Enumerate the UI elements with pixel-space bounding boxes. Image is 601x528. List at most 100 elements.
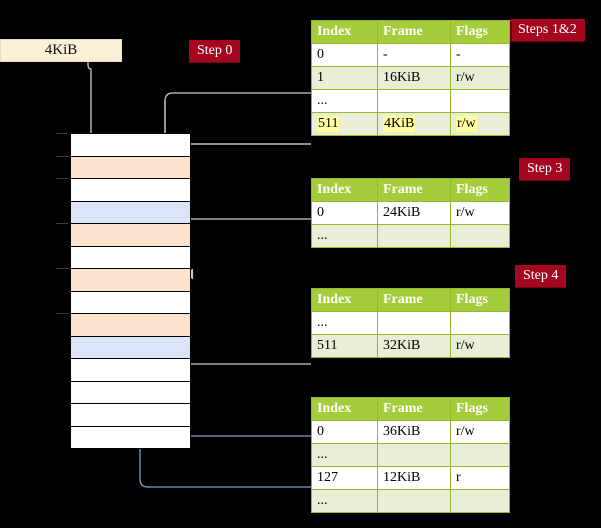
- memory-row: [70, 380, 191, 404]
- table-cell-frame: [377, 489, 451, 513]
- memory-row: [70, 133, 191, 157]
- column-header-flags: Flags: [450, 20, 510, 44]
- column-header-frame: Frame: [377, 20, 451, 44]
- wire-step4: [174, 312, 311, 365]
- memory-row: [70, 155, 191, 179]
- table-cell-frame: [377, 224, 451, 248]
- table-cell-index: ...: [311, 443, 378, 467]
- badge-step-4-label: Step 4: [523, 268, 559, 283]
- column-header-flags: Flags: [450, 397, 510, 421]
- column-header-index: Index: [311, 397, 378, 421]
- table-cell-index: ...: [311, 224, 378, 248]
- memory-row: [70, 223, 191, 247]
- table-cell-frame: [377, 311, 451, 335]
- table-cell-flags: r/w: [450, 201, 510, 225]
- table-cell-flags: r/w: [450, 112, 510, 136]
- table-cell-flags: -: [450, 43, 510, 67]
- table-cell-flags: [450, 489, 510, 513]
- highlighted-value: 511: [317, 115, 340, 132]
- table-row: ...: [311, 489, 510, 513]
- badge-steps-1-2-label: Steps 1&2: [518, 22, 577, 37]
- badge-step-3: Step 3: [519, 158, 571, 180]
- table-cell-index: ...: [311, 311, 378, 335]
- wire-step3: [182, 218, 311, 280]
- table-cell-index: 511: [311, 334, 378, 358]
- highlighted-value: r/w: [456, 115, 477, 132]
- memory-row: [70, 425, 191, 449]
- badge-step-4: Step 4: [515, 265, 567, 287]
- table-cell-frame: 16KiB: [377, 66, 451, 90]
- table-cell-index: 0: [311, 420, 378, 444]
- column-header-flags: Flags: [450, 178, 510, 202]
- column-header-flags: Flags: [450, 288, 510, 312]
- table-cell-frame: 32KiB: [377, 334, 451, 358]
- table-cell-frame: [377, 443, 451, 467]
- memory-row-tick: [56, 178, 68, 179]
- column-header-index: Index: [311, 20, 378, 44]
- memory-row: [70, 245, 191, 269]
- memory-row-tick: [56, 133, 68, 134]
- highlighted-value: 4KiB: [383, 115, 416, 132]
- column-header-frame: Frame: [377, 397, 451, 421]
- memory-row: [70, 358, 191, 382]
- table-cell-index: 0: [311, 43, 378, 67]
- table-cell-frame: 12KiB: [377, 466, 451, 490]
- table-cell-frame: -: [377, 43, 451, 67]
- memory-row-tick: [56, 313, 68, 314]
- table-row: ...: [311, 224, 510, 248]
- memory-row: [70, 403, 191, 427]
- table-row: ...: [311, 443, 510, 467]
- table-row: ...: [311, 89, 510, 113]
- table-cell-index: ...: [311, 89, 378, 113]
- memory-row: [70, 200, 191, 224]
- column-header-frame: Frame: [377, 178, 451, 202]
- table-cell-frame: 4KiB: [377, 112, 451, 136]
- table-row: ...: [311, 311, 510, 335]
- table-cell-flags: r/w: [450, 66, 510, 90]
- table-cell-frame: 36KiB: [377, 420, 451, 444]
- table-cell-index: 511: [311, 112, 378, 136]
- memory-row-tick: [56, 155, 68, 157]
- memory-row-tick: [56, 223, 68, 224]
- memory-row: [70, 178, 191, 202]
- table-cell-index: 1: [311, 66, 378, 90]
- column-header-index: Index: [311, 178, 378, 202]
- table-cell-flags: r: [450, 466, 510, 490]
- memory-row-tick: [56, 268, 68, 269]
- table-cell-flags: [450, 89, 510, 113]
- table-cell-flags: [450, 224, 510, 248]
- table-row: 0--: [311, 43, 510, 67]
- badge-step-3-label: Step 3: [527, 161, 563, 176]
- table-cell-flags: r/w: [450, 334, 510, 358]
- source-frame-label: 4KiB: [44, 42, 78, 58]
- source-frame-box: 4KiB: [0, 39, 122, 62]
- table-cell-index: 127: [311, 466, 378, 490]
- table-row: 511 4KiB r/w: [311, 112, 510, 136]
- table-cell-index: 0: [311, 201, 378, 225]
- table-cell-flags: [450, 311, 510, 335]
- memory-column: [56, 133, 191, 449]
- badge-step-0-label: Step 0: [197, 43, 233, 58]
- badge-steps-1-2: Steps 1&2: [510, 19, 585, 41]
- table-cell-frame: [377, 89, 451, 113]
- column-header-index: Index: [311, 288, 378, 312]
- memory-row: [70, 268, 191, 292]
- table-cell-flags: [450, 443, 510, 467]
- memory-row: [70, 313, 191, 337]
- table-cell-frame: 24KiB: [377, 201, 451, 225]
- memory-row: [70, 335, 191, 359]
- badge-step-0: Step 0: [189, 40, 241, 62]
- column-header-frame: Frame: [377, 288, 451, 312]
- memory-row: [70, 290, 191, 314]
- table-cell-index: ...: [311, 489, 378, 513]
- table-cell-flags: r/w: [450, 420, 510, 444]
